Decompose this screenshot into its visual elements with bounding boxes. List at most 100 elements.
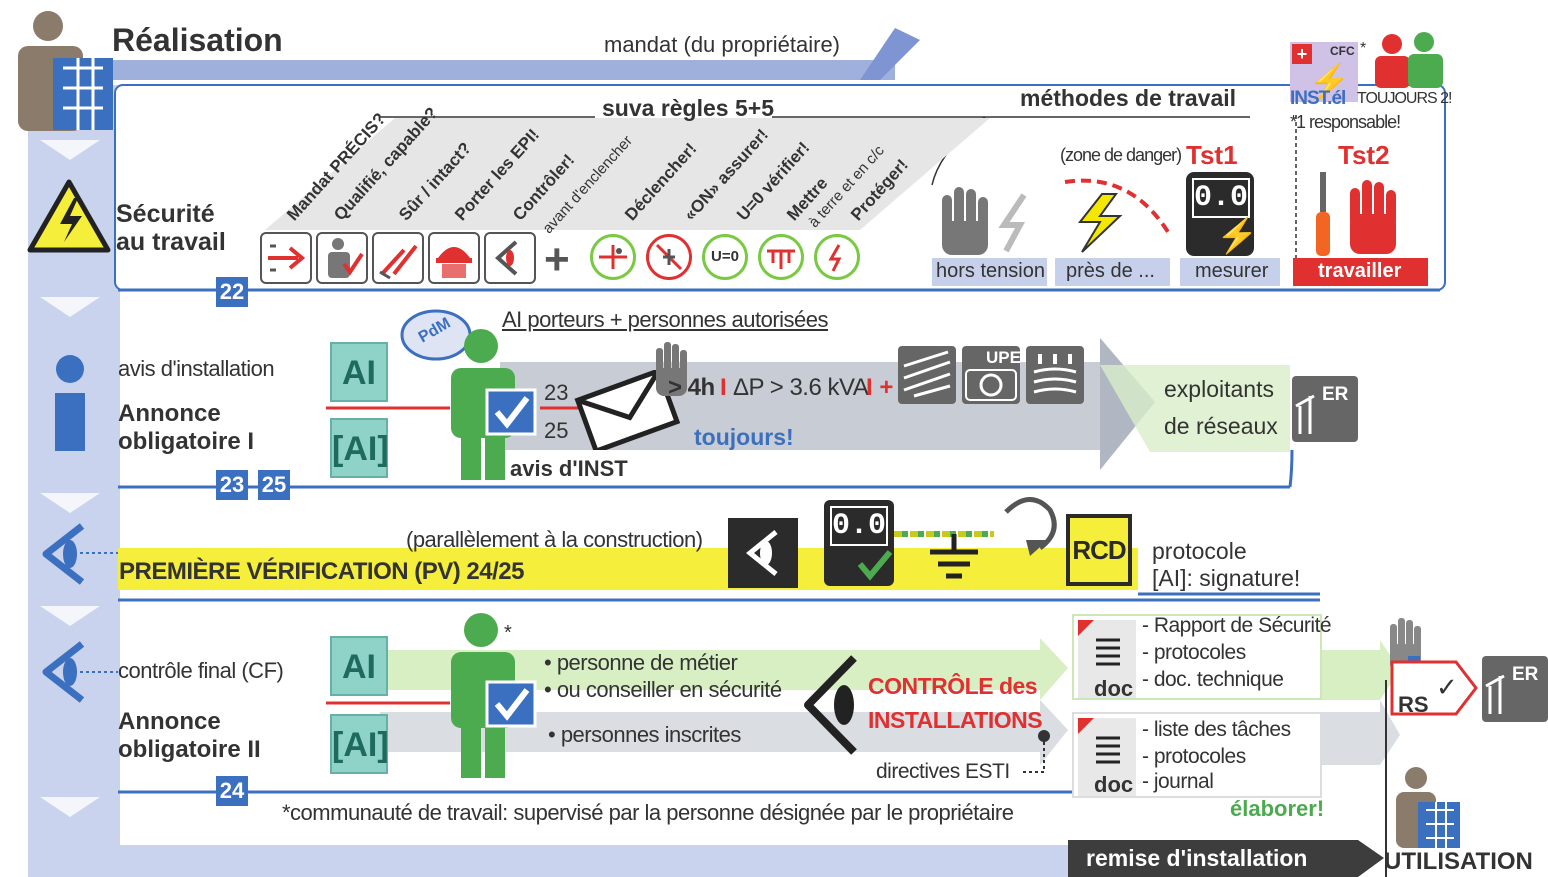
ppe-helmet-icon — [428, 232, 480, 284]
exploitants-label: exploitants — [1164, 376, 1274, 402]
network-operator-2-icon: ER — [1482, 656, 1548, 722]
condition-bar: I — [720, 374, 727, 401]
green-person-icon — [451, 329, 537, 480]
upe-icon: UPE — [962, 346, 1021, 404]
securite-label-1: Sécurité — [116, 200, 215, 228]
method-pres-de: près de ... — [1066, 260, 1155, 282]
two-persons-icon — [1375, 32, 1443, 88]
no-reclose-icon — [646, 234, 692, 280]
doc2-item-2: - protocoles — [1142, 745, 1246, 768]
controle-title-2: INSTALLATIONS — [868, 707, 1043, 733]
multimeter-icon: 0.0 ⚡ — [1186, 172, 1258, 256]
section-number-25: 25 — [258, 470, 290, 500]
er-label: ER — [1322, 384, 1349, 405]
protocole-label: protocole — [1152, 538, 1247, 564]
upe-label: UPE — [986, 348, 1021, 367]
rs-label: RS — [1398, 692, 1429, 717]
signature-label: [AI]: signature! — [1152, 565, 1301, 591]
green-person-2-icon — [451, 613, 537, 778]
warning-triangle-icon — [27, 179, 111, 253]
doc1-item-3: - doc. technique — [1142, 668, 1284, 691]
elaborer-label: élaborer! — [1230, 796, 1325, 821]
annonce1-title-1: Annonce — [118, 400, 221, 427]
rs-arrow-box — [1390, 660, 1478, 716]
control-eye-icon — [484, 232, 536, 284]
pv-meter-display: 0.0 — [830, 506, 888, 546]
ai-badge: AI — [330, 342, 388, 402]
doc1-item-2: - protocoles — [1142, 641, 1246, 664]
tst1-label: Tst1 — [1186, 140, 1238, 170]
eye-check-icon — [42, 523, 85, 585]
controle-final-label: contrôle final (CF) — [118, 658, 284, 683]
delta-p-label: ΔP > 3.6 kVA — [733, 374, 869, 401]
near-voltage-icon — [1064, 178, 1170, 253]
num-23-label: 23 — [544, 380, 569, 405]
method-hors-tension: hors tension — [936, 260, 1045, 282]
section-number-23: 23 — [216, 470, 248, 500]
porteurs-label: AI porteurs + personnes autorisées — [502, 307, 829, 332]
inst-el-badge: + CFC ⚡ — [1290, 42, 1358, 102]
utilisation-label: UTILISATION — [1384, 848, 1533, 875]
method-travailler: travailler — [1318, 260, 1402, 282]
doc2-item-3: - journal — [1142, 770, 1214, 793]
rules-title: suva règles 5+5 — [602, 95, 774, 121]
inspection-eye-icon — [804, 655, 857, 755]
network-operator-icon: ER — [1292, 376, 1358, 442]
methods-title: méthodes de travail — [1020, 85, 1237, 111]
ai-bracket-badge-2: [AI] — [330, 714, 389, 774]
section-number-24: 24 — [216, 776, 248, 806]
ai-badge-2: AI — [330, 636, 388, 696]
asterisk-2: * — [504, 622, 512, 644]
num-25-label: 25 — [544, 418, 569, 443]
switch-off-icon — [590, 234, 636, 280]
asterisk: * — [1360, 40, 1367, 57]
doc-label-1: doc — [1094, 676, 1134, 701]
cfc-label: CFC — [1330, 44, 1355, 58]
meter-display: 0.0 — [1192, 178, 1250, 218]
owner-person-icon — [1396, 767, 1460, 848]
glove-hand-icon — [942, 187, 1027, 255]
condition-4h: > 4h — [668, 374, 715, 401]
ai-bracket-badge: [AI] — [330, 418, 389, 478]
swiss-cross-icon: + — [1292, 44, 1312, 64]
lightning-icon: ⚡ — [1216, 217, 1259, 255]
directives-pointer — [1020, 730, 1050, 773]
info-icon — [55, 355, 85, 451]
inst-el-label: INST.él — [1290, 88, 1346, 109]
mandat-arrow-icon — [260, 232, 312, 284]
worker-person-icon — [18, 11, 113, 131]
cycle-arrow-icon — [1004, 497, 1057, 556]
earth-ground-icon — [894, 531, 994, 579]
meter-check-icon: 0.0 — [824, 500, 894, 586]
directives-label: directives ESTI — [876, 760, 1010, 783]
eye-final-icon — [42, 641, 85, 703]
rcd-icon: RCD — [1066, 514, 1132, 586]
tools-check-icon — [372, 232, 424, 284]
bullet-conseiller: • ou conseiller en sécurité — [544, 677, 782, 702]
earthing-icon — [758, 234, 804, 280]
responsable-label: *1 responsable! — [1290, 112, 1401, 132]
parallel-label: (parallèlement à la construction) — [406, 527, 703, 552]
qualified-person-icon — [316, 232, 368, 284]
plus-bar: I + — [866, 374, 894, 401]
document-icon — [1078, 620, 1136, 698]
mandat-label: mandat (du propriétaire) — [604, 32, 841, 57]
method-mesurer: mesurer — [1195, 260, 1269, 282]
solar-panel-icon — [898, 346, 956, 404]
screwdriver-hand-icon — [1316, 172, 1396, 256]
annonce2-title-1: Annonce — [118, 708, 221, 735]
doc1-item-1: - Rapport de Sécurité — [1142, 614, 1332, 637]
doc2-item-1: - liste des tâches — [1142, 718, 1291, 741]
er-label-2: ER — [1512, 664, 1539, 685]
toujours2-label: TOUJOURS 2! — [1357, 90, 1452, 107]
bullet-personne-metier: • personne de métier — [544, 650, 738, 675]
toujours-label: toujours! — [694, 424, 794, 450]
annonce2-title-2: obligatoire II — [118, 736, 261, 763]
tst2-label: Tst2 — [1338, 140, 1390, 170]
footnote: *communauté de travail: supervisé par la… — [282, 800, 1014, 825]
remise-arrow — [1068, 840, 1384, 877]
bullet-personnes-inscrites: • personnes inscrites — [548, 722, 741, 747]
control-eye-dark-icon — [728, 518, 798, 588]
reseaux-label: de réseaux — [1164, 413, 1278, 439]
doc-label-2: doc — [1094, 772, 1134, 797]
